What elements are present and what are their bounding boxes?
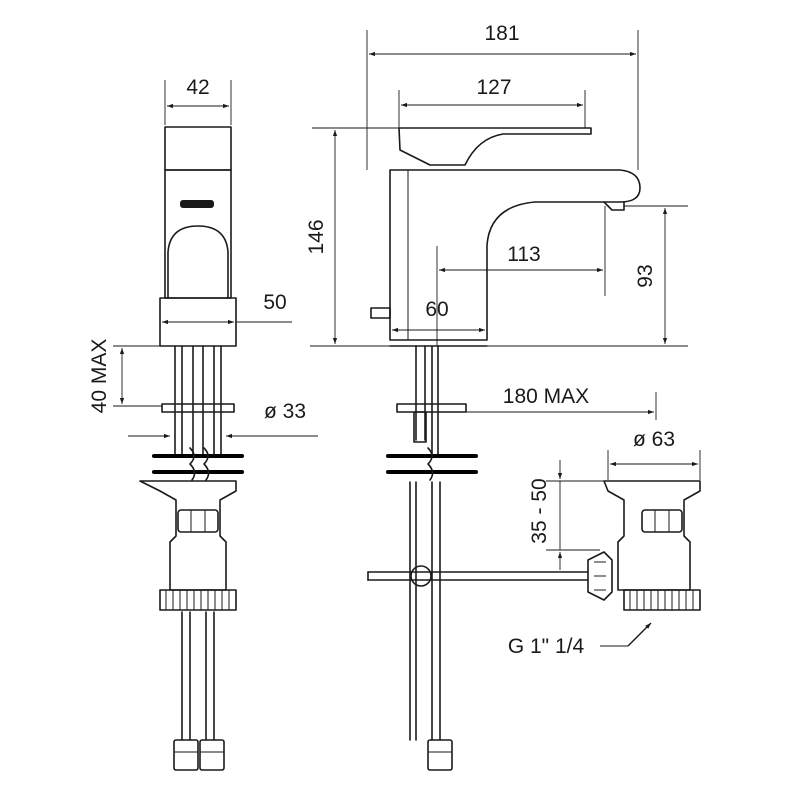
front-spout xyxy=(167,225,229,299)
label-93: 93 xyxy=(634,264,657,287)
label-33: ø 33 xyxy=(264,400,306,423)
front-waste-window xyxy=(177,509,219,533)
label-60: 60 xyxy=(425,298,448,321)
side-view xyxy=(310,30,701,771)
pivot-connector xyxy=(587,551,613,601)
front-thread xyxy=(159,589,237,611)
front-handle xyxy=(164,126,232,171)
label-181: 181 xyxy=(484,22,519,45)
front-waste xyxy=(139,480,237,591)
label-63: ø 63 xyxy=(633,428,675,451)
label-40-max: 40 MAX xyxy=(88,339,111,414)
label-thread: G 1" 1/4 xyxy=(508,635,585,658)
hose-fitting-left xyxy=(173,739,199,771)
label-180-max: 180 MAX xyxy=(503,385,589,408)
label-127: 127 xyxy=(476,76,511,99)
label-113: 113 xyxy=(507,243,540,266)
front-nut xyxy=(161,403,235,413)
swivel-joint xyxy=(410,565,432,587)
side-lift-rod xyxy=(370,307,391,319)
label-146: 146 xyxy=(305,219,328,254)
side-body xyxy=(389,169,641,341)
side-hose-fitting xyxy=(427,739,453,771)
side-waste xyxy=(603,480,701,591)
side-rod-end xyxy=(413,411,427,443)
aerator-icon xyxy=(180,200,214,208)
side-handle xyxy=(398,127,592,166)
dimension-labels: 181 127 42 146 113 93 50 60 40 MAX ø 33 … xyxy=(88,22,675,658)
side-thread xyxy=(623,589,701,611)
side-waste-window xyxy=(641,509,683,533)
hose-fitting-right xyxy=(199,739,225,771)
front-view xyxy=(113,80,318,771)
label-42: 42 xyxy=(186,76,209,99)
label-50: 50 xyxy=(263,291,286,314)
label-35-50: 35 - 50 xyxy=(528,478,551,543)
side-spout-tip xyxy=(603,201,625,211)
